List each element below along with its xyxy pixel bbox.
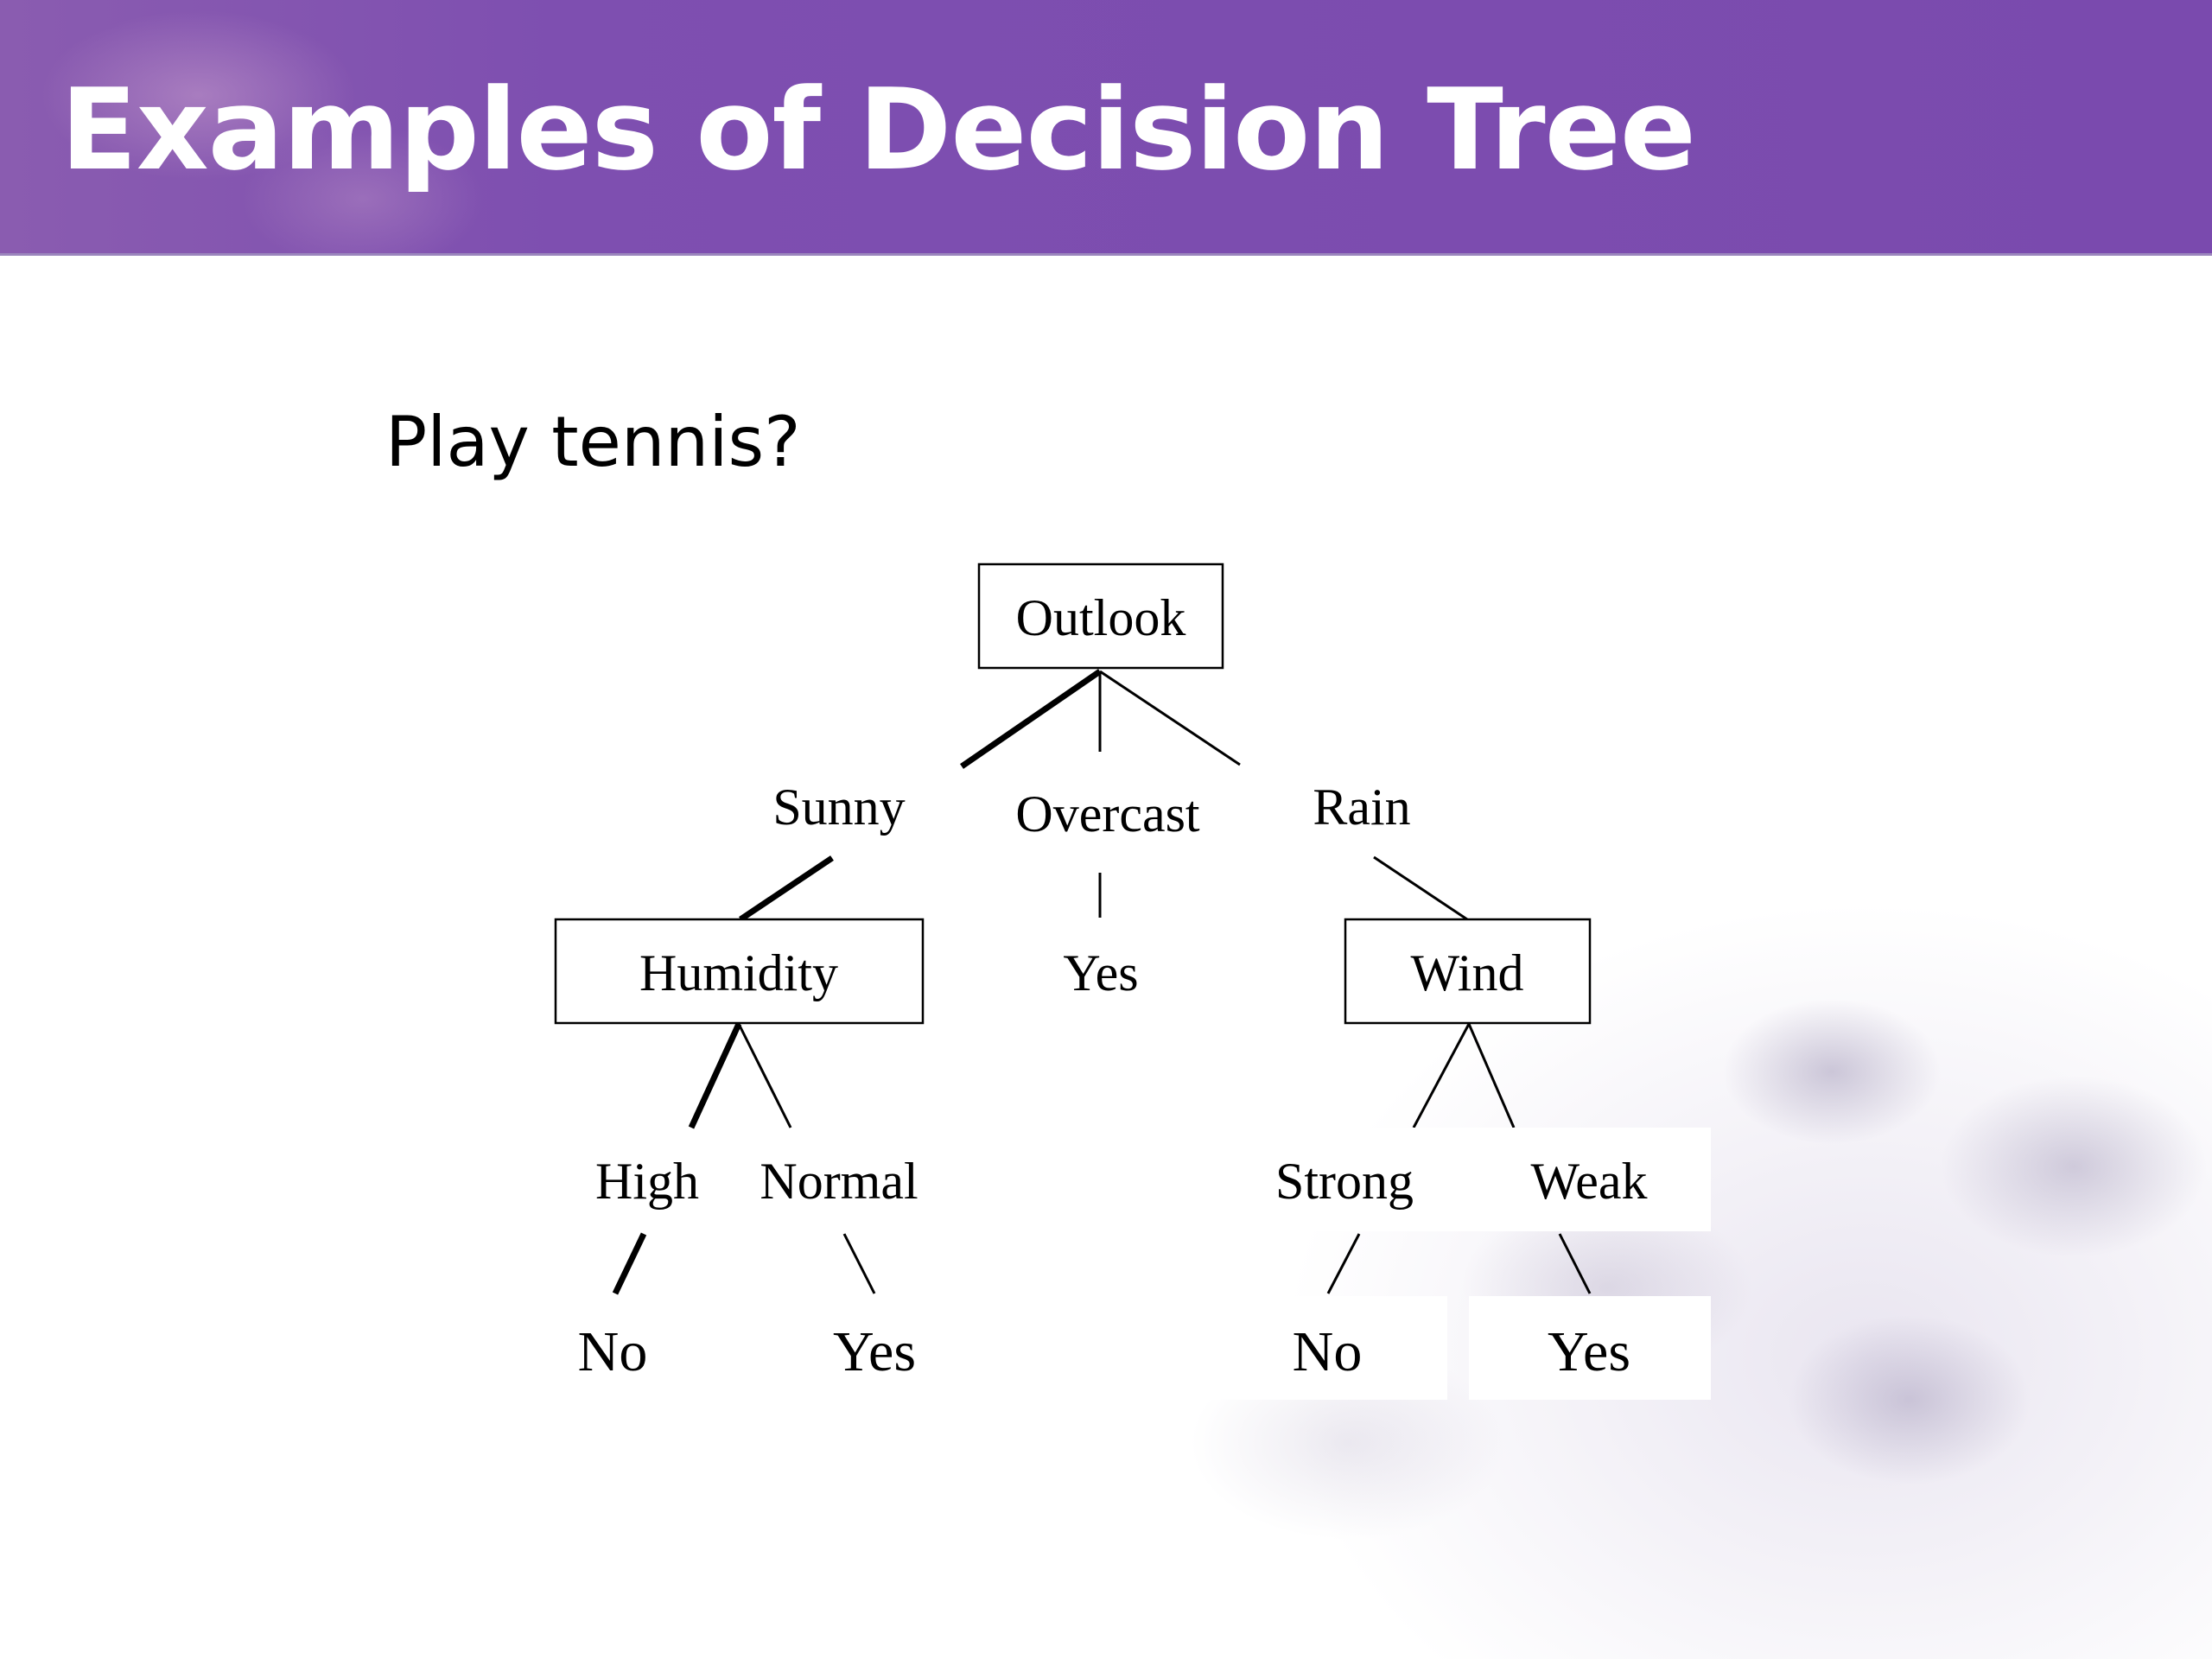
branch-label-normal: Normal xyxy=(760,1153,918,1210)
outlook-node-label: Outlook xyxy=(1016,589,1186,646)
humidity-node-box xyxy=(554,918,925,1025)
edge-normal-yes xyxy=(842,1233,876,1294)
edge-humidity-normal xyxy=(737,1023,792,1128)
wind-node-label: Wind xyxy=(1411,944,1524,1001)
banner-decoration xyxy=(0,0,536,253)
branch-label-sunny: Sunny xyxy=(772,779,905,836)
branch-label-overcast: Overcast xyxy=(1015,785,1200,842)
edge-outlook-sunny xyxy=(960,669,1102,769)
branch-label-weak: Weak xyxy=(1530,1153,1647,1210)
branch-label-rain: Rain xyxy=(1313,779,1410,836)
branch-label-strong: Strong xyxy=(1275,1153,1414,1210)
branch-label-high: High xyxy=(595,1153,699,1210)
slide-subtitle: Play tennis? xyxy=(385,402,801,482)
outlook-node-box xyxy=(977,563,1224,670)
edge-high-no xyxy=(612,1232,647,1295)
leaf-weak-yes: Yes xyxy=(1548,1320,1630,1383)
edge-weak-yes xyxy=(1558,1233,1592,1294)
label-backdrop-yes xyxy=(1469,1296,1711,1400)
leaf-high-no: No xyxy=(578,1320,648,1383)
edge-wind-weak xyxy=(1467,1023,1516,1128)
edge-wind-strong xyxy=(1412,1023,1471,1128)
leaf-overcast-yes: Yes xyxy=(1063,944,1138,1001)
edge-outlook-rain xyxy=(1099,670,1241,766)
label-backdrop-no xyxy=(1210,1296,1447,1400)
edge-sunny-humidity xyxy=(739,855,834,922)
label-backdrop-strong-weak xyxy=(1262,1128,1711,1231)
slide-title: Examples of Decision Tree xyxy=(60,64,1696,195)
humidity-node-label: Humidity xyxy=(639,944,838,1001)
wind-node-box xyxy=(1344,918,1592,1025)
edge-humidity-high xyxy=(688,1022,742,1129)
title-banner: Examples of Decision Tree xyxy=(0,0,2212,256)
edge-strong-no xyxy=(1326,1233,1361,1294)
edge-rain-wind xyxy=(1373,855,1468,921)
leaf-strong-no: No xyxy=(1293,1320,1363,1383)
leaf-normal-yes: Yes xyxy=(833,1320,916,1383)
